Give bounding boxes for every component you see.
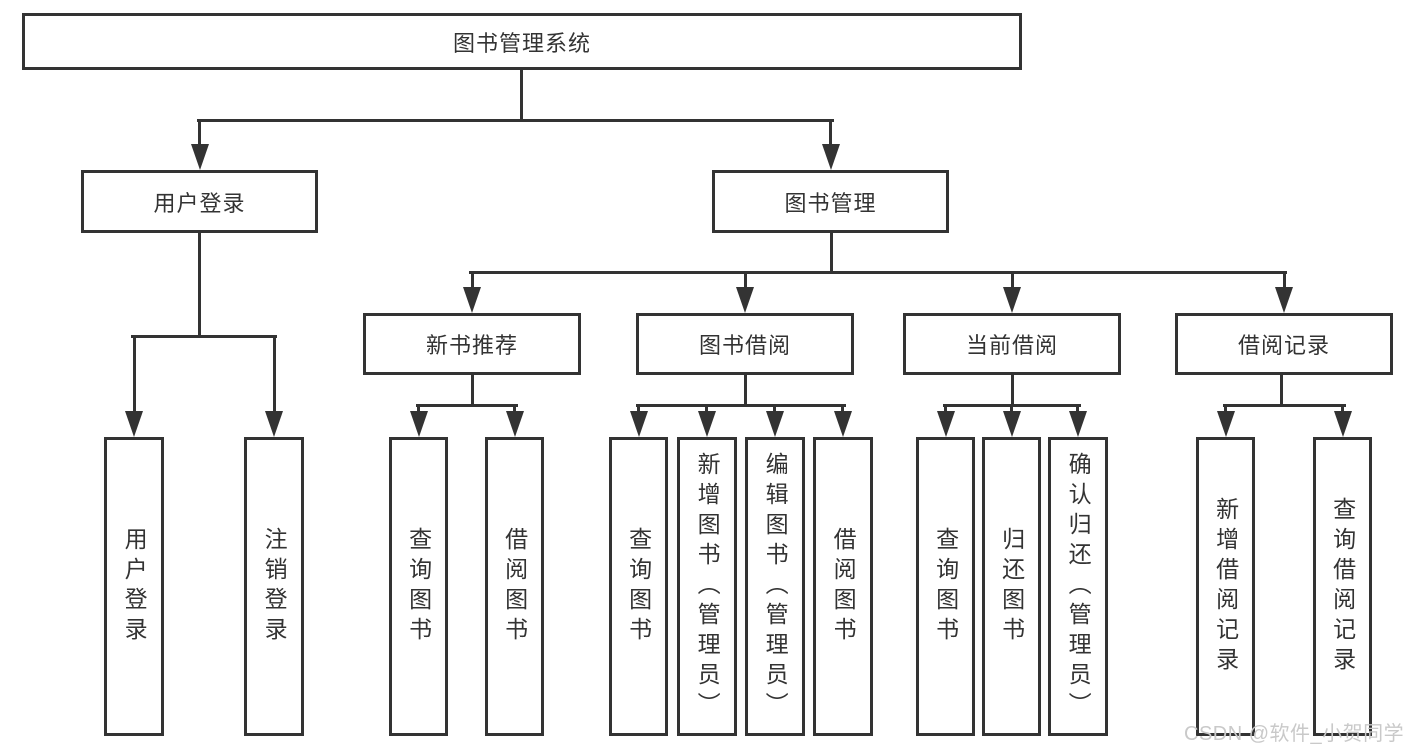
leaf-query-borrow-record: 查询借阅记录 bbox=[1313, 437, 1372, 736]
connector-stub-line bbox=[1279, 375, 1283, 407]
node-user-login: 用户登录 bbox=[81, 170, 318, 233]
node-current-borrowing: 当前借阅 bbox=[903, 313, 1121, 375]
leaf-return-books: 归还图书 bbox=[982, 437, 1041, 736]
arrow-down-icon bbox=[1068, 411, 1087, 437]
arrow-down-icon bbox=[936, 411, 955, 437]
node-label: 编辑图书（管理员） bbox=[762, 451, 789, 722]
connector-stub-line bbox=[470, 375, 474, 407]
arrow-down-icon bbox=[821, 144, 840, 170]
node-label: 图书借阅 bbox=[698, 333, 791, 358]
leaf-query-books-current: 查询图书 bbox=[916, 437, 975, 736]
node-label: 查询图书 bbox=[932, 526, 959, 647]
connector-rail-line bbox=[469, 270, 1287, 274]
connector-arrow-shaft bbox=[1282, 272, 1286, 295]
arrow-down-icon bbox=[1275, 287, 1293, 313]
arrow-down-icon bbox=[697, 411, 716, 437]
arrow-down-icon bbox=[736, 287, 754, 313]
node-label: 借阅记录 bbox=[1237, 333, 1330, 358]
connector-arrow-shaft bbox=[470, 272, 474, 295]
leaf-query-books-recommend: 查询图书 bbox=[389, 437, 448, 736]
connector-rail-line bbox=[635, 403, 846, 407]
arrow-down-icon bbox=[1002, 411, 1021, 437]
arrow-down-icon bbox=[409, 411, 428, 437]
node-label: 图书管理 bbox=[784, 190, 877, 216]
node-label: 归还图书 bbox=[998, 526, 1025, 647]
arrow-down-icon bbox=[1333, 411, 1352, 437]
node-new-book-recommendation: 新书推荐 bbox=[363, 313, 581, 375]
node-label: 确认归还（管理员） bbox=[1065, 451, 1092, 722]
connector-stub-line bbox=[519, 70, 523, 122]
node-label: 查询图书 bbox=[405, 526, 432, 647]
connector-arrow-shaft bbox=[1010, 272, 1014, 295]
connector-arrow-shaft bbox=[198, 120, 201, 152]
connector-stub-line bbox=[743, 375, 747, 407]
connector-stub-line bbox=[198, 233, 201, 338]
connector-arrow-shaft bbox=[829, 120, 832, 152]
leaf-confirm-return-admin: 确认归还（管理员） bbox=[1048, 437, 1108, 736]
arrow-down-icon bbox=[190, 144, 209, 170]
connector-arrow-shaft bbox=[132, 336, 136, 419]
leaf-edit-book-admin: 编辑图书（管理员） bbox=[745, 437, 805, 736]
leaf-borrow-books-borrowing: 借阅图书 bbox=[813, 437, 873, 736]
leaf-borrow-books-recommend: 借阅图书 bbox=[485, 437, 544, 736]
csdn-watermark: CSDN @软件_小贺同学 bbox=[1184, 723, 1405, 745]
connector-arrow-shaft bbox=[743, 272, 747, 295]
node-label: 图书管理系统 bbox=[452, 30, 591, 56]
node-book-borrowing: 图书借阅 bbox=[636, 313, 854, 375]
connector-rail-line bbox=[1222, 403, 1346, 407]
arrow-down-icon bbox=[765, 411, 784, 437]
arrow-down-icon bbox=[505, 411, 524, 437]
node-label: 用户登录 bbox=[153, 190, 246, 216]
node-label: 借阅图书 bbox=[501, 526, 528, 647]
connector-stub-line bbox=[829, 233, 833, 274]
connector-rail-line bbox=[196, 118, 834, 122]
node-book-management: 图书管理 bbox=[712, 170, 949, 233]
arrow-down-icon bbox=[629, 411, 648, 437]
connector-arrow-shaft bbox=[272, 336, 276, 419]
node-label: 注销登录 bbox=[261, 526, 288, 647]
arrow-down-icon bbox=[833, 411, 852, 437]
leaf-logout: 注销登录 bbox=[244, 437, 304, 736]
node-borrowing-records: 借阅记录 bbox=[1175, 313, 1393, 375]
arrow-down-icon bbox=[463, 287, 481, 313]
leaf-add-borrow-record: 新增借阅记录 bbox=[1196, 437, 1255, 736]
node-library-management-system: 图书管理系统 bbox=[22, 13, 1022, 70]
node-label: 查询图书 bbox=[625, 526, 652, 647]
node-label: 新增图书（管理员） bbox=[694, 451, 721, 722]
connector-rail-line bbox=[131, 334, 277, 338]
arrow-down-icon bbox=[1216, 411, 1235, 437]
node-label: 新增借阅记录 bbox=[1212, 496, 1239, 677]
arrow-down-icon bbox=[125, 411, 143, 437]
node-label: 查询借阅记录 bbox=[1329, 496, 1356, 677]
arrow-down-icon bbox=[1003, 287, 1021, 313]
arrow-down-icon bbox=[265, 411, 283, 437]
node-label: 当前借阅 bbox=[965, 333, 1058, 358]
connector-stub-line bbox=[1010, 375, 1014, 407]
leaf-query-books-borrowing: 查询图书 bbox=[609, 437, 668, 736]
connector-rail-line bbox=[415, 403, 518, 407]
node-label: 借阅图书 bbox=[830, 526, 857, 647]
node-label: 新书推荐 bbox=[425, 333, 518, 358]
leaf-add-book-admin: 新增图书（管理员） bbox=[677, 437, 737, 736]
node-label: 用户登录 bbox=[121, 526, 148, 647]
leaf-user-login: 用户登录 bbox=[104, 437, 164, 736]
